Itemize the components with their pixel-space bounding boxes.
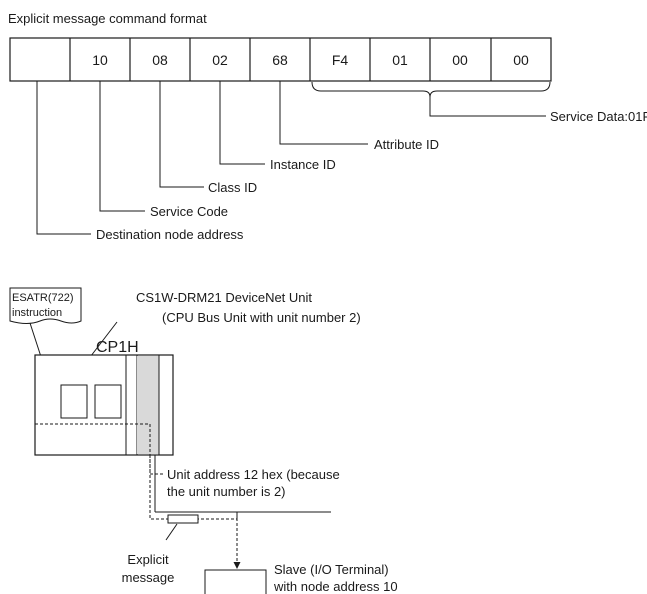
class-id-label: Class ID [208,180,257,195]
service-data-leader [429,97,546,117]
message-path [35,423,163,475]
cp1h-plc [34,354,174,456]
attribute-id-label: Attribute ID [374,137,439,152]
service-data-brace [311,81,551,98]
slave-label-line1: Slave (I/O Terminal) [274,562,389,577]
plc-label: CP1H [96,339,139,356]
byte-cell-1: 10 [92,52,108,68]
plc-port-right [94,384,122,419]
service-code-leader [99,81,145,212]
byte-cell-5: F4 [332,52,349,68]
instruction-callout [9,287,82,324]
byte-cell-4: 68 [272,52,288,68]
unit-address-line1: Unit address 12 hex (because [167,467,340,482]
byte-cell-6: 01 [392,52,408,68]
devicenet-unit-line2: (CPU Bus Unit with unit number 2) [162,310,361,325]
destination-label: Destination node address [96,227,244,242]
attribute-id-leader [279,81,368,145]
message-packet-pointer [165,523,178,541]
instance-id-label: Instance ID [270,157,336,172]
slave-label-line2: with node address 10 [273,579,398,594]
byte-cell-7: 00 [452,52,468,68]
destination-leader [36,81,91,235]
slave-device [204,569,267,594]
unit-address-line2: the unit number is 2) [167,484,286,499]
byte-cell-8: 00 [513,52,529,68]
plc-port-left [60,384,88,419]
explicit-message-line1: Explicit [127,552,169,567]
explicit-message-line2: message [122,570,175,585]
byte-cell-3: 02 [212,52,228,68]
instruction-callout-line1: ESATR(722) [12,292,74,304]
message-packet-icon [167,514,199,524]
command-byte-table: 10 08 02 68 F4 01 00 00 [9,37,552,82]
service-code-label: Service Code [150,204,228,219]
class-id-leader [159,81,204,188]
instruction-callout-line2: instruction [12,307,62,319]
devicenet-unit-line1: CS1W-DRM21 DeviceNet Unit [136,290,312,305]
byte-cell-2: 08 [152,52,168,68]
format-title: Explicit message command format [8,11,207,26]
devicenet-unit-module [137,356,159,454]
instance-id-leader [219,81,265,165]
service-data-label: Service Data:01F4Hex [550,109,647,124]
